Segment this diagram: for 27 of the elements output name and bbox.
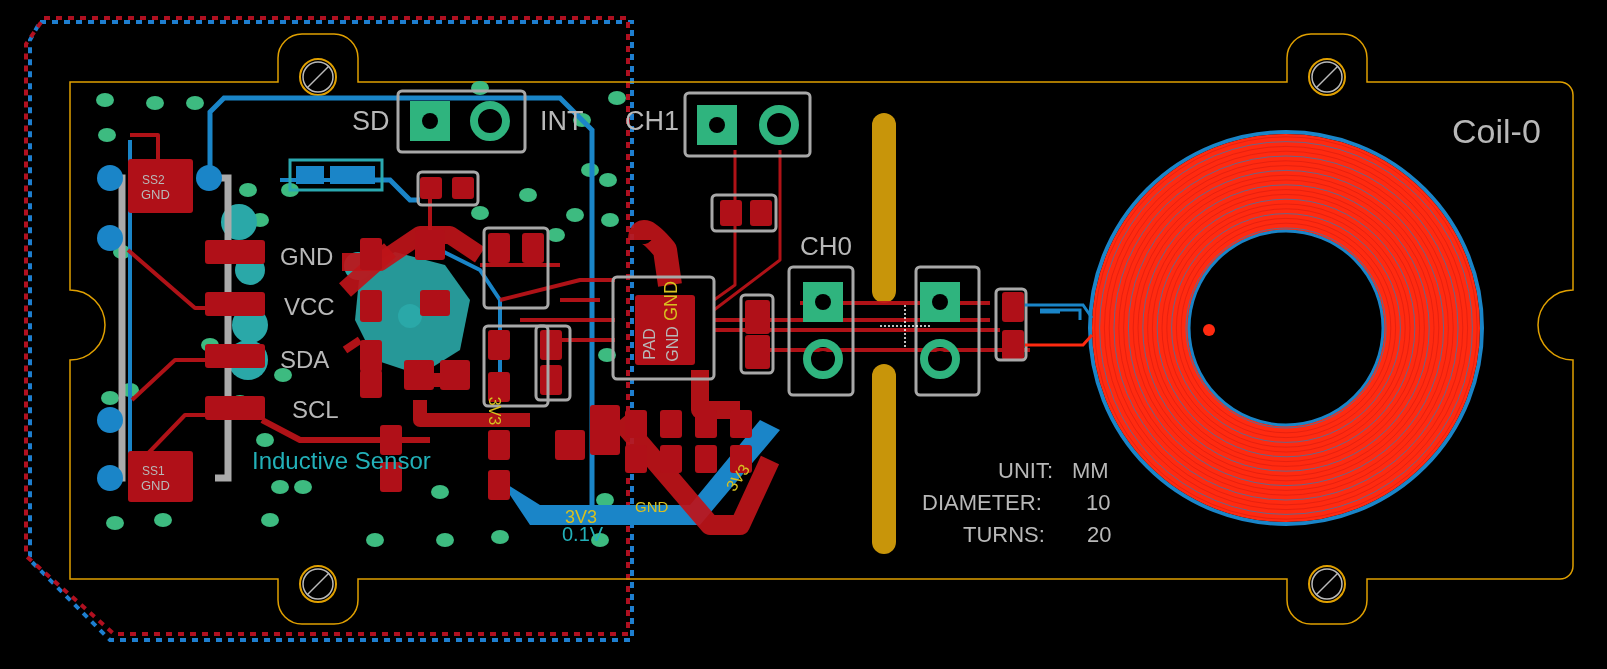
parameter-value: 20 <box>1087 524 1112 546</box>
pad-label: GND <box>141 188 170 201</box>
pad-label: GND <box>141 479 170 492</box>
net-label: 3V3 <box>565 508 598 526</box>
connector-label: CH0 <box>800 233 852 259</box>
parameter-label: DIAMETER: <box>922 492 1042 514</box>
connector-label: CH1 <box>625 108 679 135</box>
parameter-label: TURNS: <box>963 524 1045 546</box>
board-title: Inductive Sensor <box>252 449 431 473</box>
parameter-value: 10 <box>1086 492 1111 514</box>
pin-label: GND <box>280 245 334 269</box>
pad-label: SS1 <box>142 465 165 477</box>
net-label: GND <box>662 281 680 321</box>
pin-label: VCC <box>284 295 335 319</box>
version-label: 0.1V <box>562 524 604 544</box>
pad-label: GND <box>664 326 681 362</box>
pin-label: SD <box>352 108 390 135</box>
net-label: 3V3 <box>486 396 503 426</box>
pad-label: PAD <box>641 328 658 360</box>
pin-label: SDA <box>280 348 330 372</box>
pin-label: INT <box>540 108 584 135</box>
parameter-value: MM <box>1072 460 1109 482</box>
pin-label: SCL <box>292 398 339 422</box>
net-label: 3V3 <box>723 461 753 495</box>
pad-label: SS2 <box>142 174 165 186</box>
parameter-label: UNIT: <box>998 460 1053 482</box>
coil-label: Coil-0 <box>1452 114 1541 148</box>
